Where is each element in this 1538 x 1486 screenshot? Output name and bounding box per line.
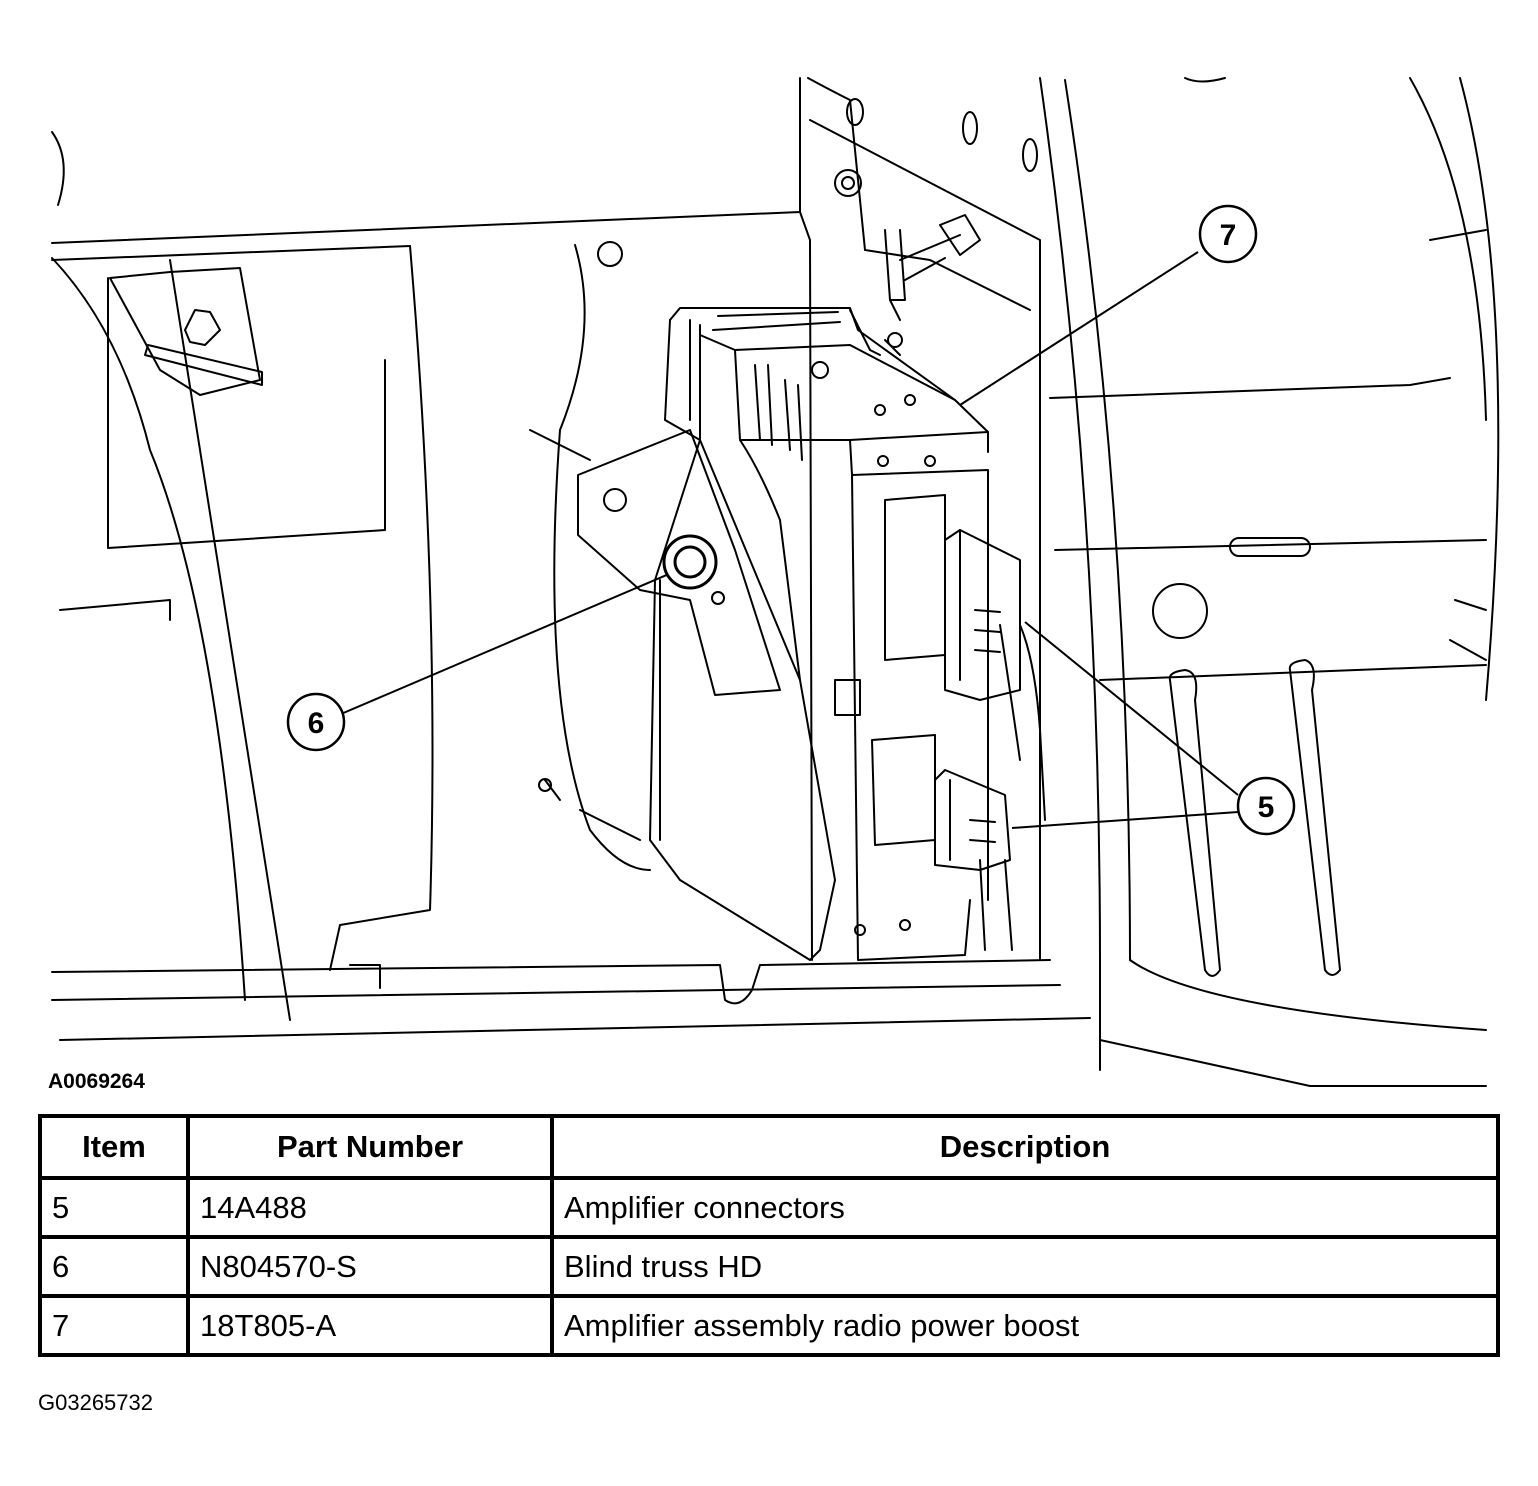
figure-id-bottom: G03265732 xyxy=(38,1390,153,1415)
cell-description: Blind truss HD xyxy=(550,1235,1500,1298)
parts-legend-table: Item Part Number Description 5 14A488 Am… xyxy=(38,1114,1500,1357)
callout-7: 7 xyxy=(1198,204,1258,264)
cell-part-number: 14A488 xyxy=(186,1176,554,1239)
header-part-number: Part Number xyxy=(186,1114,554,1180)
table-row: 7 18T805-A Amplifier assembly radio powe… xyxy=(38,1294,1500,1357)
svg-text:7: 7 xyxy=(1220,219,1237,252)
leader-5b xyxy=(1011,811,1239,829)
cell-item: 6 xyxy=(38,1235,190,1298)
cell-item: 7 xyxy=(38,1294,190,1357)
wheel-house xyxy=(1039,77,1500,1087)
body-pillar xyxy=(529,77,1041,961)
leader-7 xyxy=(959,251,1199,406)
amplifier-assembly xyxy=(649,229,989,961)
amplifier-connectors xyxy=(934,529,1046,951)
legend-header-row: Item Part Number Description xyxy=(38,1114,1500,1180)
table-row: 5 14A488 Amplifier connectors xyxy=(38,1176,1500,1239)
leader-6 xyxy=(340,564,691,715)
cell-description: Amplifier connectors xyxy=(550,1176,1500,1239)
figure-id-top: A0069264 xyxy=(48,1070,145,1093)
cell-item: 5 xyxy=(38,1176,190,1239)
callout-5: 5 xyxy=(1236,776,1296,836)
header-description: Description xyxy=(550,1114,1500,1180)
cell-part-number: N804570-S xyxy=(186,1235,554,1298)
svg-text:5: 5 xyxy=(1258,791,1275,824)
table-row: 6 N804570-S Blind truss HD xyxy=(38,1235,1500,1298)
header-item: Item xyxy=(38,1114,190,1180)
left-trim-panel xyxy=(51,131,1091,1041)
blind-truss-nut xyxy=(662,534,718,590)
cell-description: Amplifier assembly radio power boost xyxy=(550,1294,1500,1357)
cell-part-number: 18T805-A xyxy=(186,1294,554,1357)
leader-5a xyxy=(1024,621,1239,796)
svg-text:6: 6 xyxy=(308,707,325,740)
amplifier-location-illustration: 7 6 5 xyxy=(51,77,1500,1087)
callout-6: 6 xyxy=(286,692,346,752)
mounting-bracket xyxy=(577,429,781,696)
